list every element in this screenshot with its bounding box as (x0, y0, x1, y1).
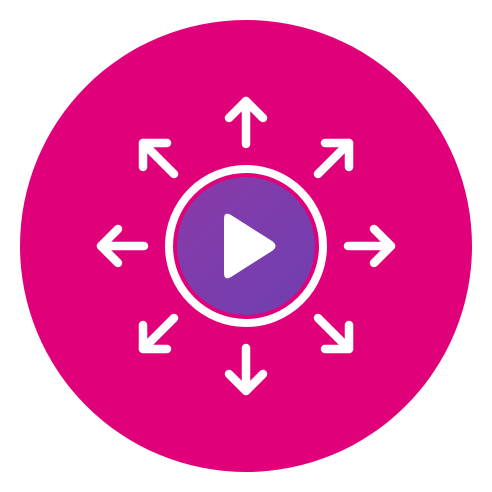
play-icon (224, 213, 276, 279)
arrow-up-icon (224, 96, 268, 149)
arrow-up-right-icon (313, 138, 354, 179)
arrow-left-icon (96, 224, 149, 268)
arrow-down-right-icon (313, 313, 354, 354)
arrow-down-icon (224, 343, 268, 396)
arrow-up-left-icon (138, 138, 179, 179)
arrow-right-icon (343, 224, 396, 268)
arrow-down-left-icon (138, 313, 179, 354)
inner-ring (165, 165, 327, 327)
